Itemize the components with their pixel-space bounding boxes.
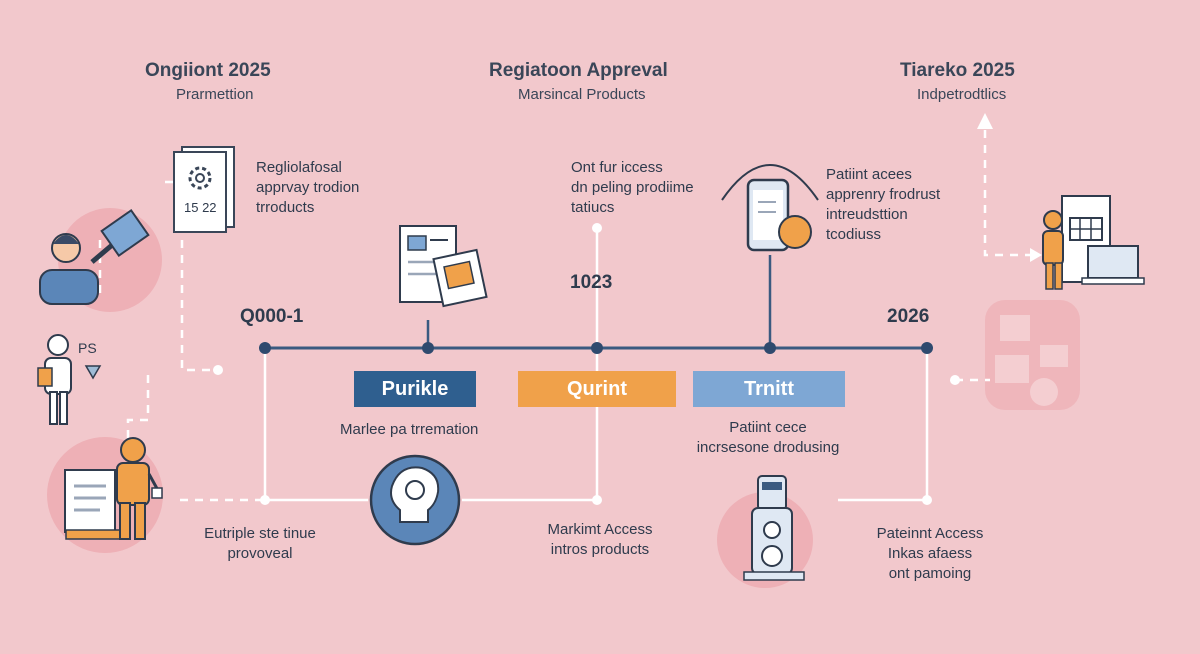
timeline-node (422, 342, 434, 354)
note-patient-access-bottom: Pateinnt Access Inkas afaess ont pamoing (876, 525, 984, 582)
connector-doc (165, 180, 218, 372)
document-number: 15 22 (184, 200, 217, 215)
timeline-node (764, 342, 776, 354)
timeline-node (591, 342, 603, 354)
head-profile-icon (369, 454, 461, 546)
mobile-phone-icon (721, 164, 819, 252)
note-patient-access: Patiint acees apprenry frodrust intreuds… (826, 166, 941, 243)
right-column-subtitle: Indpetrodtlics (917, 86, 1007, 103)
machine-device-icon (743, 475, 805, 581)
left-column-subtitle: Prarmettion (176, 86, 254, 103)
timeline-node (921, 342, 933, 354)
arrow-right-icon (1030, 248, 1042, 262)
sign-label: PS (78, 340, 97, 356)
note-regional-approval: Regliolafosal apprvay trodion trroducts (256, 159, 360, 216)
timeline-nodes (259, 342, 933, 354)
judge-person-icon (39, 208, 150, 305)
year-label-end: 2026 (887, 306, 930, 327)
note-multiple-stage: Eutriple ste tinue provoveal (204, 525, 316, 562)
timeline-branches (263, 228, 929, 502)
abstract-shapes-icon (995, 315, 1068, 406)
connector-dot (950, 375, 960, 385)
presenter-person-icon (64, 437, 163, 540)
planner-person-icon (1042, 195, 1145, 290)
year-label-start: Q000-1 (240, 306, 304, 327)
connector-dot (922, 495, 932, 505)
right-column-title: Tiareko 2025 (900, 60, 1015, 81)
gear-document-icon (173, 146, 235, 233)
connector-dot (260, 495, 270, 505)
connector-dot (592, 223, 602, 233)
note-access: Ont fur iccess dn peling prodiime tatiuc… (571, 159, 694, 216)
phase-pill-3: Trnitt (693, 371, 845, 407)
year-label-middle: 1023 (570, 272, 613, 293)
phase-pill-2: Qurint (518, 371, 676, 407)
note-phase3: Patiint cece incrsesone drodusing (696, 419, 840, 456)
connector-dot (592, 495, 602, 505)
center-column-subtitle: Marsincal Products (518, 86, 646, 103)
center-column-title: Regiatoon Appreval (489, 60, 668, 81)
person-sign-icon (37, 334, 102, 425)
note-market-access: Markimt Access intros products (547, 521, 653, 558)
note-phase1: Marlee pa trremation (340, 421, 479, 438)
arrow-up-icon (977, 113, 993, 129)
dashed-connectors (98, 130, 1035, 502)
clipboard-report-icon (399, 225, 488, 308)
connector-sign (126, 375, 150, 440)
left-column-title: Ongiiont 2025 (145, 60, 271, 81)
connector-dot (213, 365, 223, 375)
timeline-node (259, 342, 271, 354)
phase-pill-1: Purikle (354, 371, 476, 407)
connector-right-arrow (983, 130, 1035, 257)
